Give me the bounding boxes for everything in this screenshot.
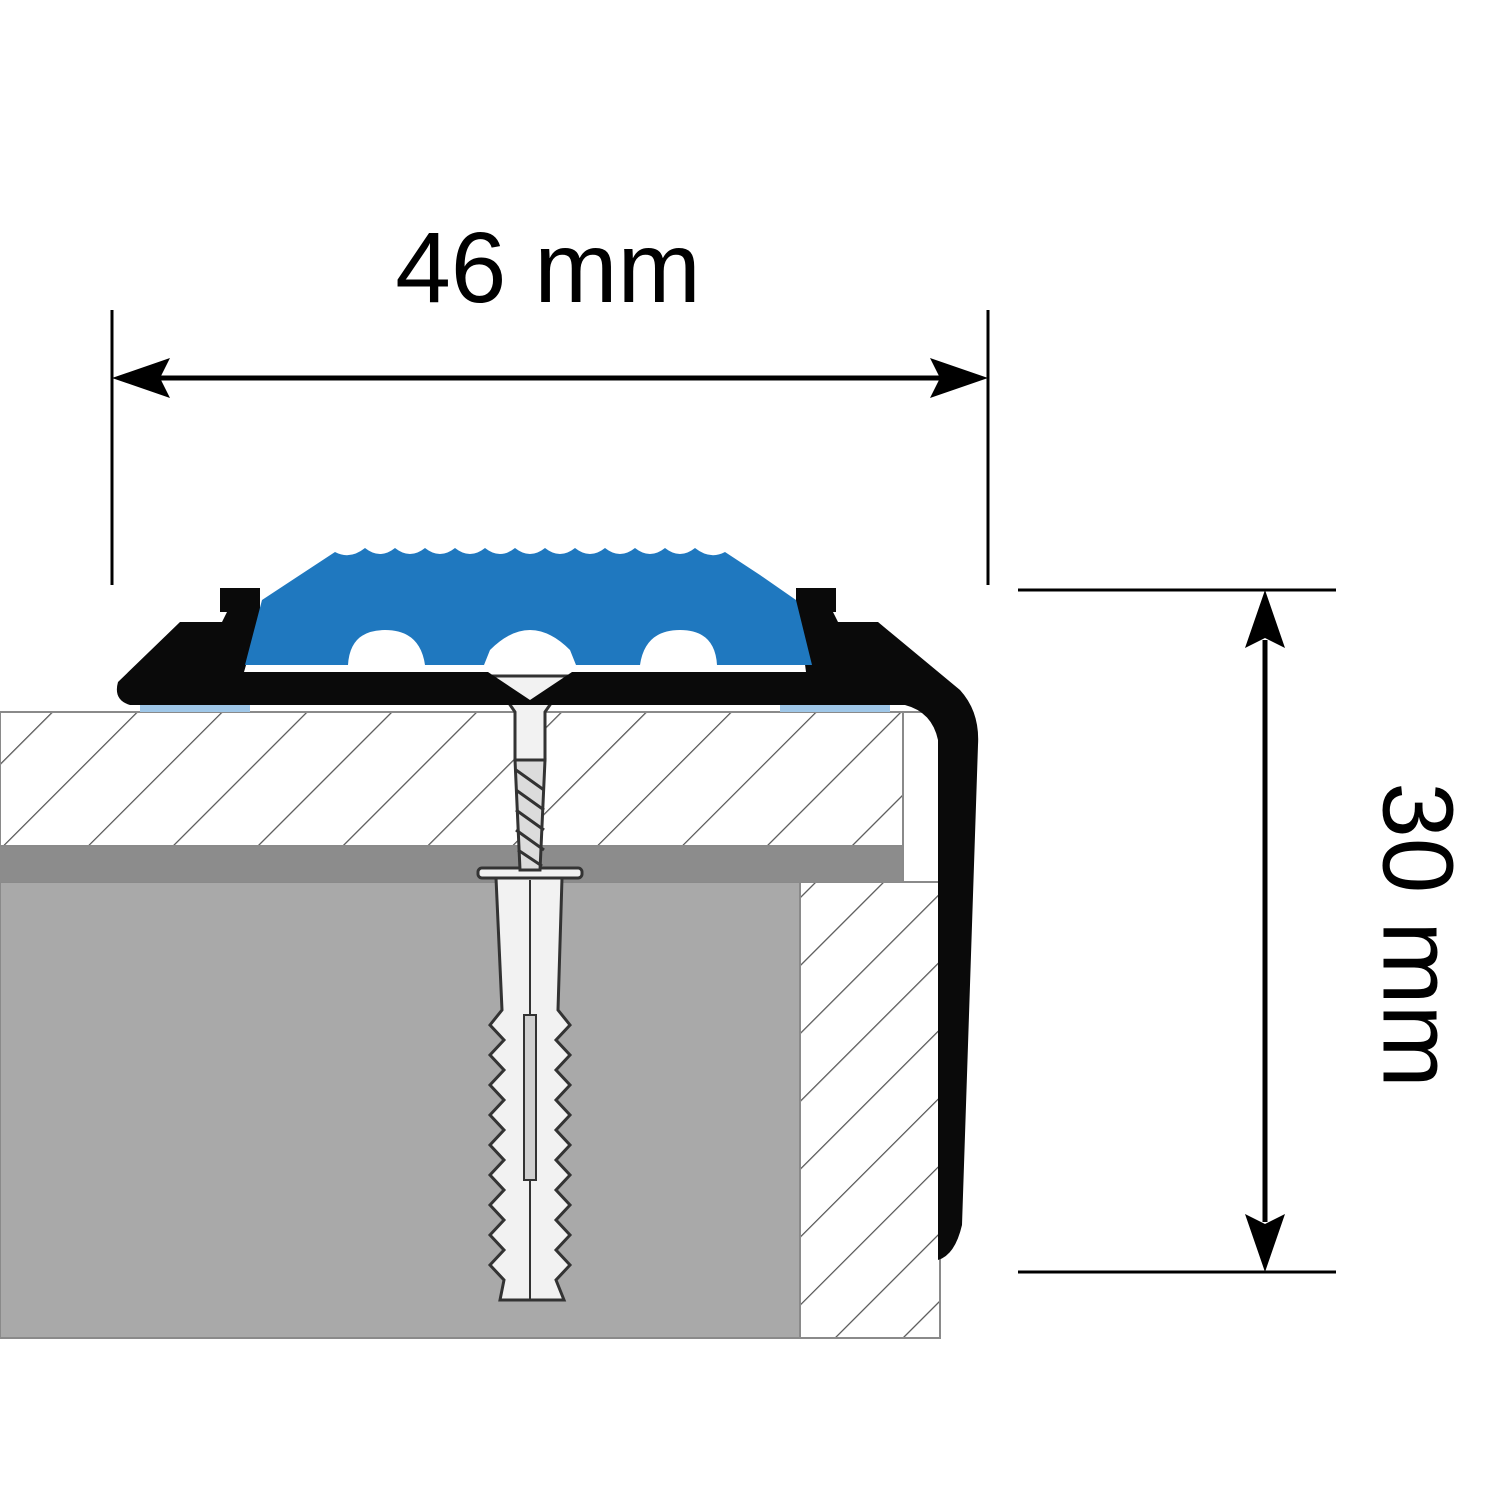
height-dimension xyxy=(1018,588,1336,1274)
arrow-left-icon xyxy=(112,358,170,398)
arrow-down-icon xyxy=(1245,1214,1285,1272)
profile-clip-left xyxy=(220,588,260,612)
insert-hole-left xyxy=(348,630,425,665)
width-label: 46 mm xyxy=(395,212,701,324)
insert-hole-right xyxy=(640,630,717,665)
riser-gap xyxy=(902,711,941,883)
profile-clip-right xyxy=(796,588,836,612)
wall-plug xyxy=(476,866,584,1302)
riser-section xyxy=(799,881,941,1339)
substrate-block xyxy=(0,881,801,1339)
adhesive-strip-right xyxy=(780,703,890,712)
tread-board xyxy=(0,711,904,847)
width-dimension xyxy=(110,310,990,585)
adhesive-strip-left xyxy=(140,703,250,712)
anti-slip-insert xyxy=(245,548,812,665)
nosing-profile xyxy=(116,610,979,1260)
arrow-right-icon xyxy=(930,358,988,398)
arrow-up-icon xyxy=(1245,590,1285,648)
underlay-strip xyxy=(0,846,903,882)
height-label: 30 mm xyxy=(1362,782,1474,1088)
